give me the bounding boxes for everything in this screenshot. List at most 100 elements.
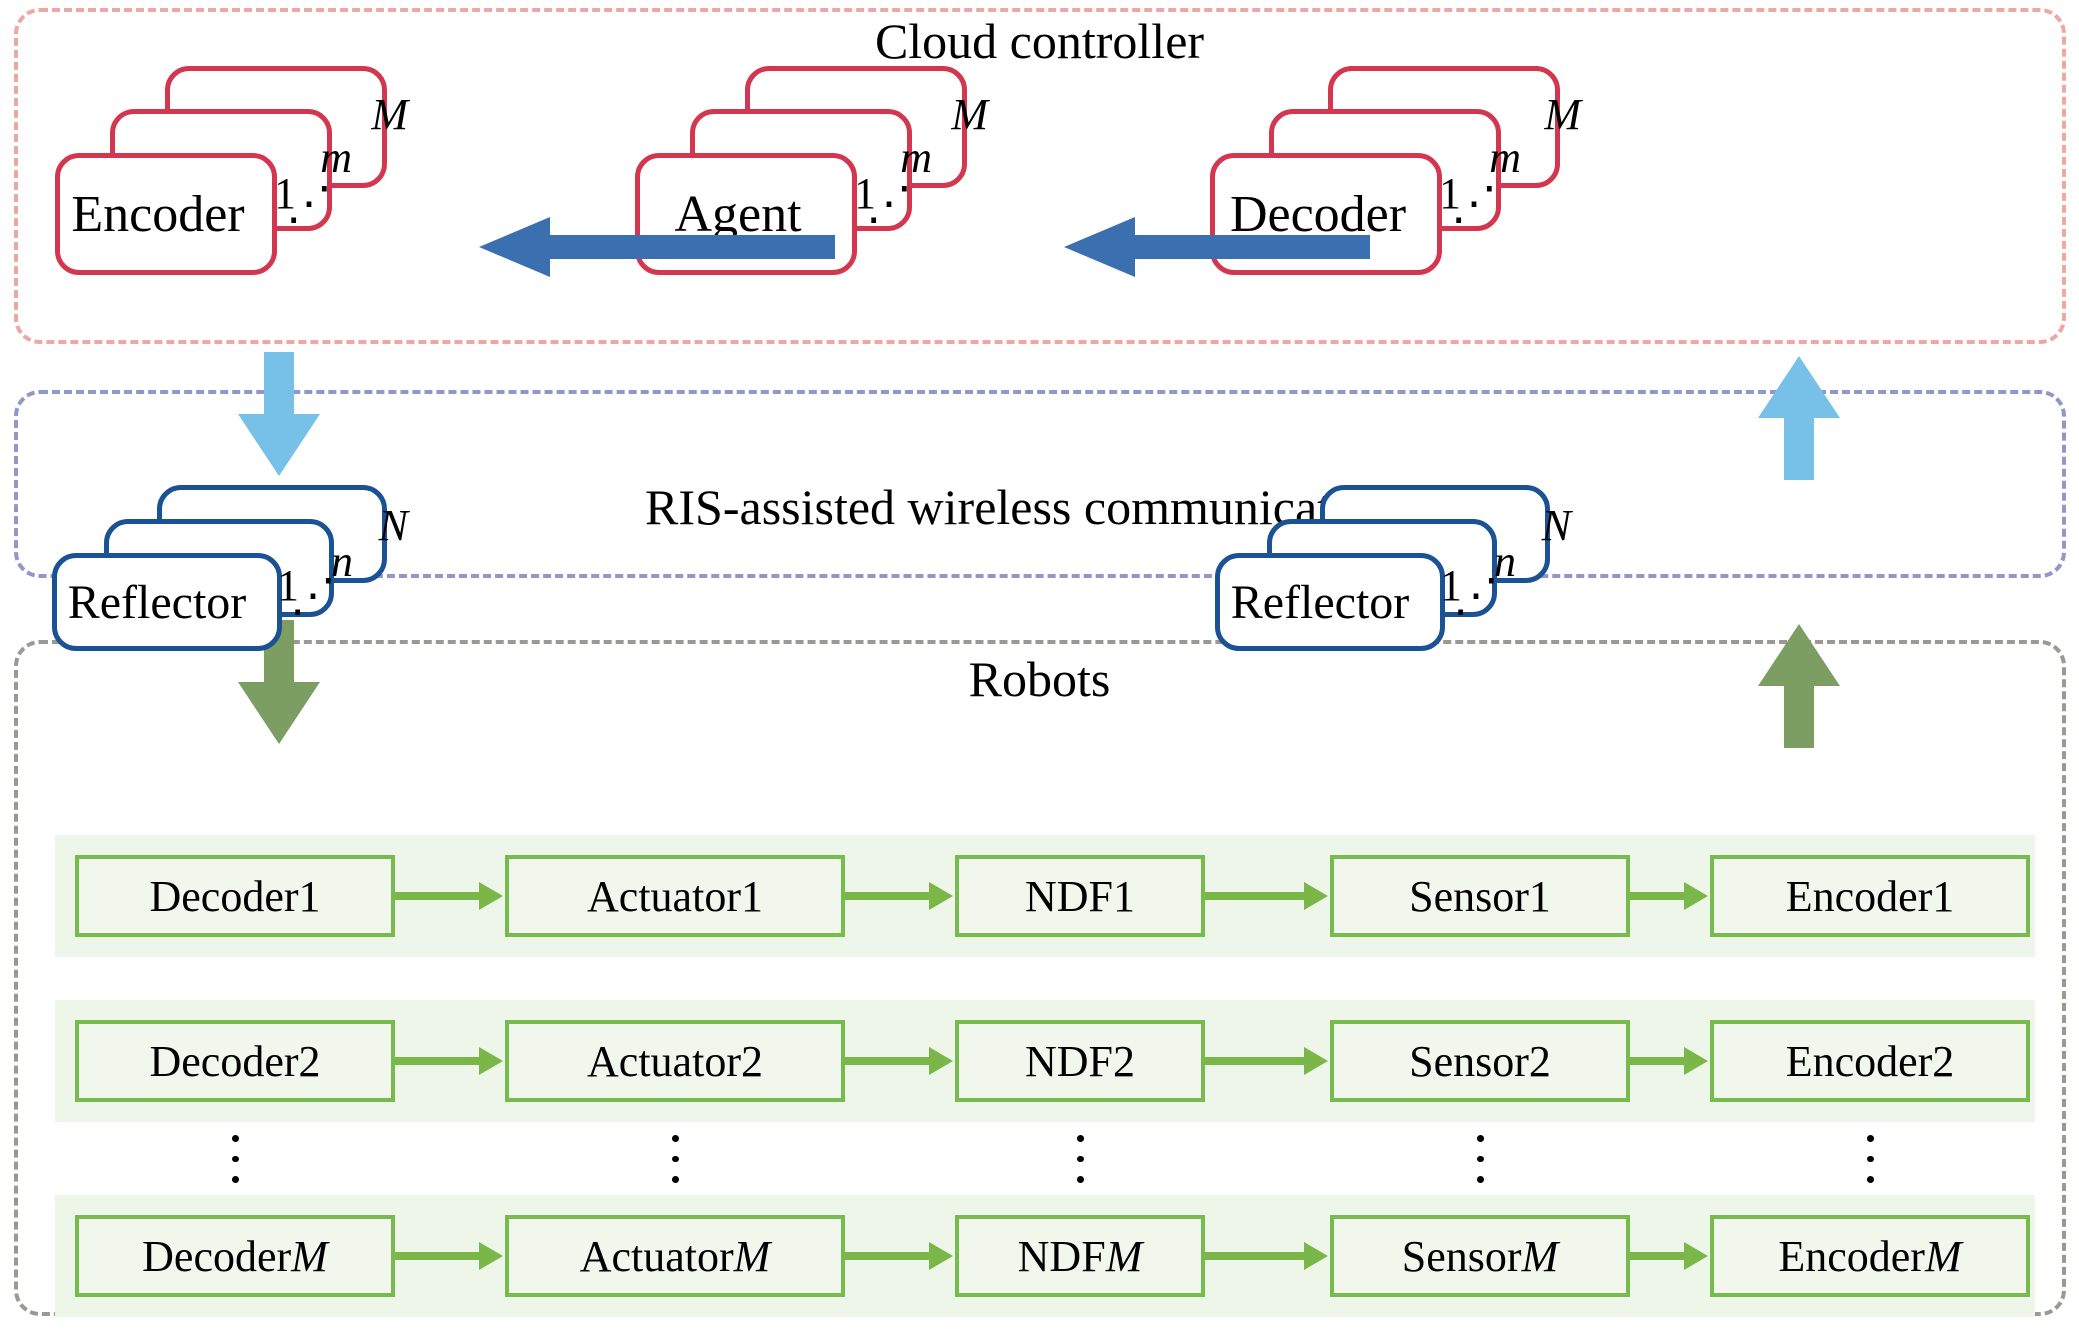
actuator-box-2[interactable]: Actuator 2 — [505, 1020, 845, 1102]
agent-label: Agent — [674, 185, 802, 243]
encoder-index-1: 1 — [274, 169, 296, 218]
reflector-right-label: Reflector — [1230, 575, 1410, 629]
reflector-left-index-N: N — [378, 501, 408, 550]
encoder-stack[interactable]: M m Encoder 1 ⋰ — [55, 66, 408, 275]
robot-flow-arrow — [845, 1242, 953, 1270]
robot-flow-arrow — [845, 882, 953, 910]
robot-flow-arrow — [1205, 1242, 1328, 1270]
ndf-box-2[interactable]: NDF 2 — [955, 1020, 1205, 1102]
reflector-left-index-1: 1 — [277, 561, 299, 610]
agent-stack-ellipsis: ⋰ — [866, 178, 912, 229]
robot-flow-arrow — [1630, 882, 1708, 910]
section-ris-communication — [14, 390, 2066, 578]
agent-stack[interactable]: M m Agent 1 ⋰ — [635, 66, 988, 275]
robot-flow-arrow — [395, 882, 503, 910]
robot-flow-arrow — [395, 1242, 503, 1270]
robot-cell-index: M — [1924, 1231, 1962, 1281]
robot-cell-name: Actuator — [587, 871, 741, 921]
encoder-index-m: m — [320, 133, 352, 182]
robot-cell-index: 1 — [1528, 871, 1551, 921]
robot-cell-name: NDF — [1024, 1036, 1114, 1086]
reflector-left-index-n: n — [331, 537, 353, 586]
robot-cell-index: 1 — [1113, 871, 1136, 921]
robot-cell-name: Encoder — [1778, 1231, 1925, 1281]
actuator-box-M[interactable]: Actuator M — [505, 1215, 845, 1297]
ndf-box-1[interactable]: NDF 1 — [955, 855, 1205, 937]
encoder-card-1: Encoder 1 — [55, 153, 296, 275]
reflector-right-index-1: 1 — [1440, 561, 1462, 610]
column-ellipsis — [1074, 1128, 1086, 1190]
sensor-box-2[interactable]: Sensor 2 — [1330, 1020, 1630, 1102]
robot-cell-index: 2 — [1932, 1036, 1955, 1086]
cloud-controller-title: Cloud controller — [874, 13, 1205, 69]
robot-cell-index: M — [291, 1231, 328, 1281]
decoder-box-1[interactable]: Decoder 1 — [75, 855, 395, 937]
decoder-label: Decoder — [1229, 185, 1407, 243]
robot-cell-name: Decoder — [149, 1036, 299, 1086]
robots-section-title: Robots — [968, 651, 1111, 707]
robot-cell-index: 1 — [740, 871, 763, 921]
robot-flow-arrow — [1630, 1242, 1708, 1270]
robot-cell-index: 2 — [740, 1036, 763, 1086]
sensor-box-M[interactable]: Sensor M — [1330, 1215, 1630, 1297]
encoder-index-M: M — [371, 90, 408, 139]
agent-index-1: 1 — [854, 169, 876, 218]
reflector-right-index-n: n — [1494, 537, 1516, 586]
encoder-box-M[interactable]: Encoder M — [1710, 1215, 2030, 1297]
arrow-robots-up-to-reflector — [1758, 624, 1840, 748]
robot-cell-index: 2 — [1113, 1036, 1136, 1086]
robot-cell-index: 1 — [298, 871, 321, 921]
column-ellipsis — [1864, 1128, 1876, 1190]
decoder-index-m: m — [1489, 133, 1521, 182]
decoder-stack[interactable]: M m Decoder 1 ⋰ — [1210, 66, 1581, 275]
robot-cell-index: M — [1105, 1231, 1143, 1281]
robot-flow-arrow — [395, 1047, 503, 1075]
reflector-right-ellipsis: ⋰ — [1453, 570, 1499, 621]
ndf-box-M[interactable]: NDF M — [955, 1215, 1205, 1297]
ris-section-title: RIS-assisted wireless communication — [645, 479, 1395, 535]
actuator-box-1[interactable]: Actuator 1 — [505, 855, 845, 937]
decoder-stack-ellipsis: ⋰ — [1451, 178, 1497, 229]
robot-cell-name: NDF — [1024, 871, 1114, 921]
robot-cell-name: Sensor — [1401, 1231, 1522, 1281]
decoder-index-M: M — [1544, 90, 1581, 139]
reflector-left-ellipsis: ⋰ — [290, 570, 336, 621]
reflector-left-label: Reflector — [67, 575, 247, 629]
sensor-box-1[interactable]: Sensor 1 — [1330, 855, 1630, 937]
arrow-decoder-to-agent — [1064, 217, 1370, 277]
robot-cell-index: M — [733, 1231, 771, 1281]
robot-cell-name: Sensor — [1409, 1036, 1529, 1086]
robot-cell-name: Encoder — [1785, 871, 1933, 921]
robot-cell-name: Decoder — [149, 871, 299, 921]
reflector-stack-left[interactable]: N n Reflector 1 ⋰ — [52, 485, 408, 651]
robot-flow-arrow — [1205, 882, 1328, 910]
robot-cell-name: Decoder — [142, 1231, 292, 1281]
arrow-agent-to-encoder — [479, 217, 835, 277]
decoder-box-2[interactable]: Decoder 2 — [75, 1020, 395, 1102]
robot-cell-index: 2 — [1528, 1036, 1551, 1086]
arrow-encoder-down-to-reflector — [238, 352, 320, 476]
encoder-box-1[interactable]: Encoder 1 — [1710, 855, 2030, 937]
robot-cell-index: 1 — [1932, 871, 1955, 921]
robot-cell-index: M — [1521, 1231, 1559, 1281]
reflector-stack-right[interactable]: N n Reflector 1 ⋰ — [1215, 485, 1571, 651]
robot-cell-name: Sensor — [1409, 871, 1529, 921]
encoder-label: Encoder — [71, 185, 245, 243]
agent-index-M: M — [951, 90, 988, 139]
column-ellipsis — [229, 1128, 241, 1190]
robot-cell-name: Actuator — [587, 1036, 741, 1086]
column-ellipsis — [669, 1128, 681, 1190]
column-ellipsis — [1474, 1128, 1486, 1190]
encoder-box-2[interactable]: Encoder 2 — [1710, 1020, 2030, 1102]
robot-flow-arrow — [845, 1047, 953, 1075]
arrow-reflector-down-to-robots — [238, 620, 320, 744]
decoder-box-M[interactable]: Decoder M — [75, 1215, 395, 1297]
robot-flow-arrow — [1630, 1047, 1708, 1075]
robot-flow-arrow — [1205, 1047, 1328, 1075]
encoder-stack-ellipsis: ⋰ — [286, 178, 332, 229]
arrow-reflector-up-to-decoder — [1758, 356, 1840, 480]
robot-cell-name: Encoder — [1785, 1036, 1933, 1086]
reflector-right-index-N: N — [1541, 501, 1571, 550]
reflector-left-card-1: Reflector 1 — [52, 553, 299, 651]
